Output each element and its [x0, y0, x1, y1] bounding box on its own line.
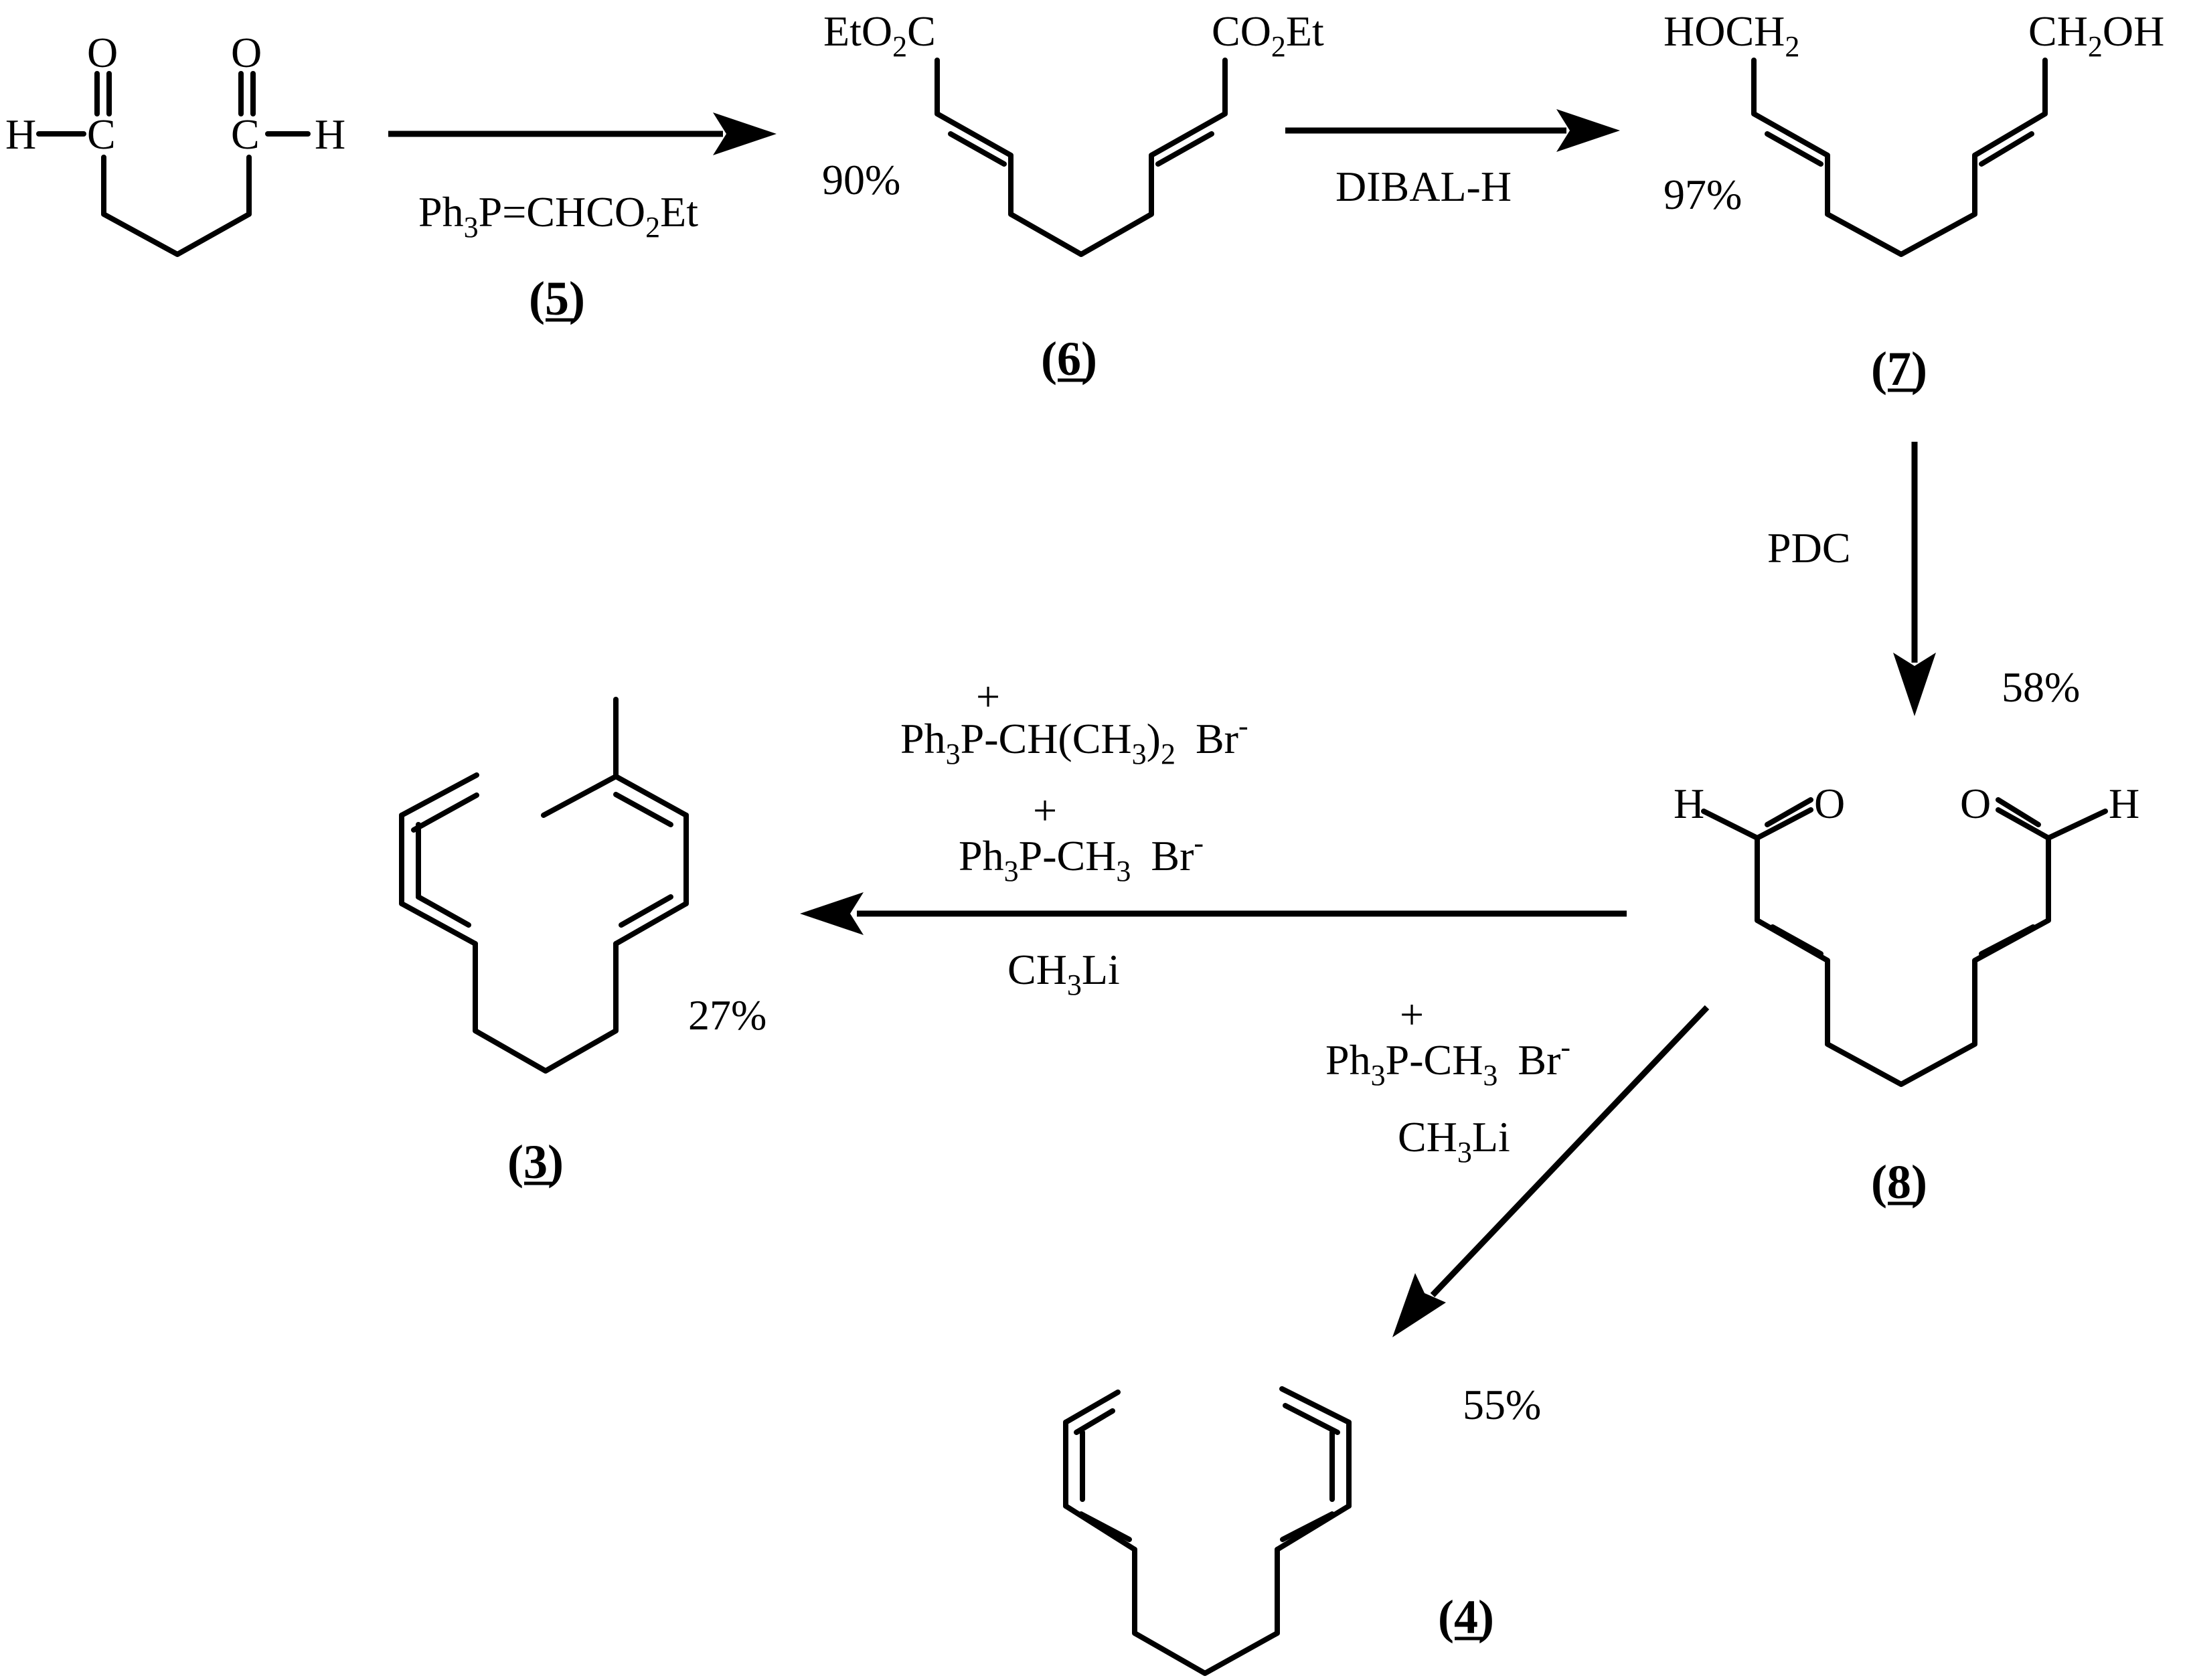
compound-label-3: (3)	[507, 1135, 564, 1189]
phosphonium-charge: +	[976, 673, 1000, 720]
reagent-pdc: PDC	[1767, 524, 1851, 572]
compound-4-structure	[1063, 1386, 1352, 1676]
compound-8-structure: H O O H	[1674, 780, 2139, 1087]
atom-oxygen: O	[1960, 780, 1991, 827]
ester-group-right: CO2Et	[1212, 7, 1324, 63]
compound-3-structure	[399, 697, 689, 1074]
yield-7: 97%	[1663, 171, 1742, 218]
atom-oxygen: O	[231, 29, 262, 76]
compound-label-4: (4)	[1438, 1590, 1494, 1644]
reagent-wittig-ester: Ph3P=CHCO2Et	[418, 188, 698, 244]
reagent-methyllithium: CH3Li	[1007, 946, 1120, 1001]
atom-oxygen: O	[87, 29, 118, 76]
atom-carbon: C	[87, 110, 116, 158]
yield-4: 55%	[1463, 1381, 1541, 1428]
reagent-dibal: DIBAL-H	[1335, 163, 1512, 210]
reagent-methyllithium: CH3Li	[1398, 1113, 1510, 1169]
compound-label-6: (6)	[1041, 332, 1097, 386]
atom-hydrogen: H	[2109, 780, 2139, 827]
atom-hydrogen: H	[1674, 780, 1704, 827]
compound-label-7: (7)	[1871, 342, 1927, 396]
compound-7-structure: HOCH2 CH2OH	[1663, 7, 2164, 257]
phosphonium-charge: +	[1033, 786, 1057, 834]
hydroxymethyl-left: HOCH2	[1663, 7, 1799, 63]
atom-oxygen: O	[1814, 780, 1845, 827]
atom-carbon: C	[231, 110, 260, 158]
compound-6-structure: EtO2C CO2Et	[823, 7, 1324, 257]
arrow-6-to-7	[1285, 109, 1620, 152]
compound-label-5: (5)	[529, 272, 585, 325]
compound-label-8: (8)	[1871, 1155, 1927, 1209]
atom-hydrogen: H	[5, 110, 36, 158]
hydroxymethyl-right: CH2OH	[2028, 7, 2164, 63]
arrow-5-to-6	[388, 112, 777, 155]
yield-3: 27%	[688, 991, 766, 1039]
arrow-8-to-4	[1392, 1005, 1710, 1337]
yield-6: 90%	[822, 156, 900, 203]
compound-5-structure: O O H C C H	[5, 29, 345, 257]
arrow-7-to-8	[1893, 442, 1936, 716]
yield-8: 58%	[2002, 663, 2080, 711]
atom-hydrogen: H	[315, 110, 345, 158]
phosphonium-charge: +	[1400, 991, 1424, 1038]
ester-group-left: EtO2C	[823, 7, 936, 63]
arrow-8-to-3	[800, 892, 1627, 935]
